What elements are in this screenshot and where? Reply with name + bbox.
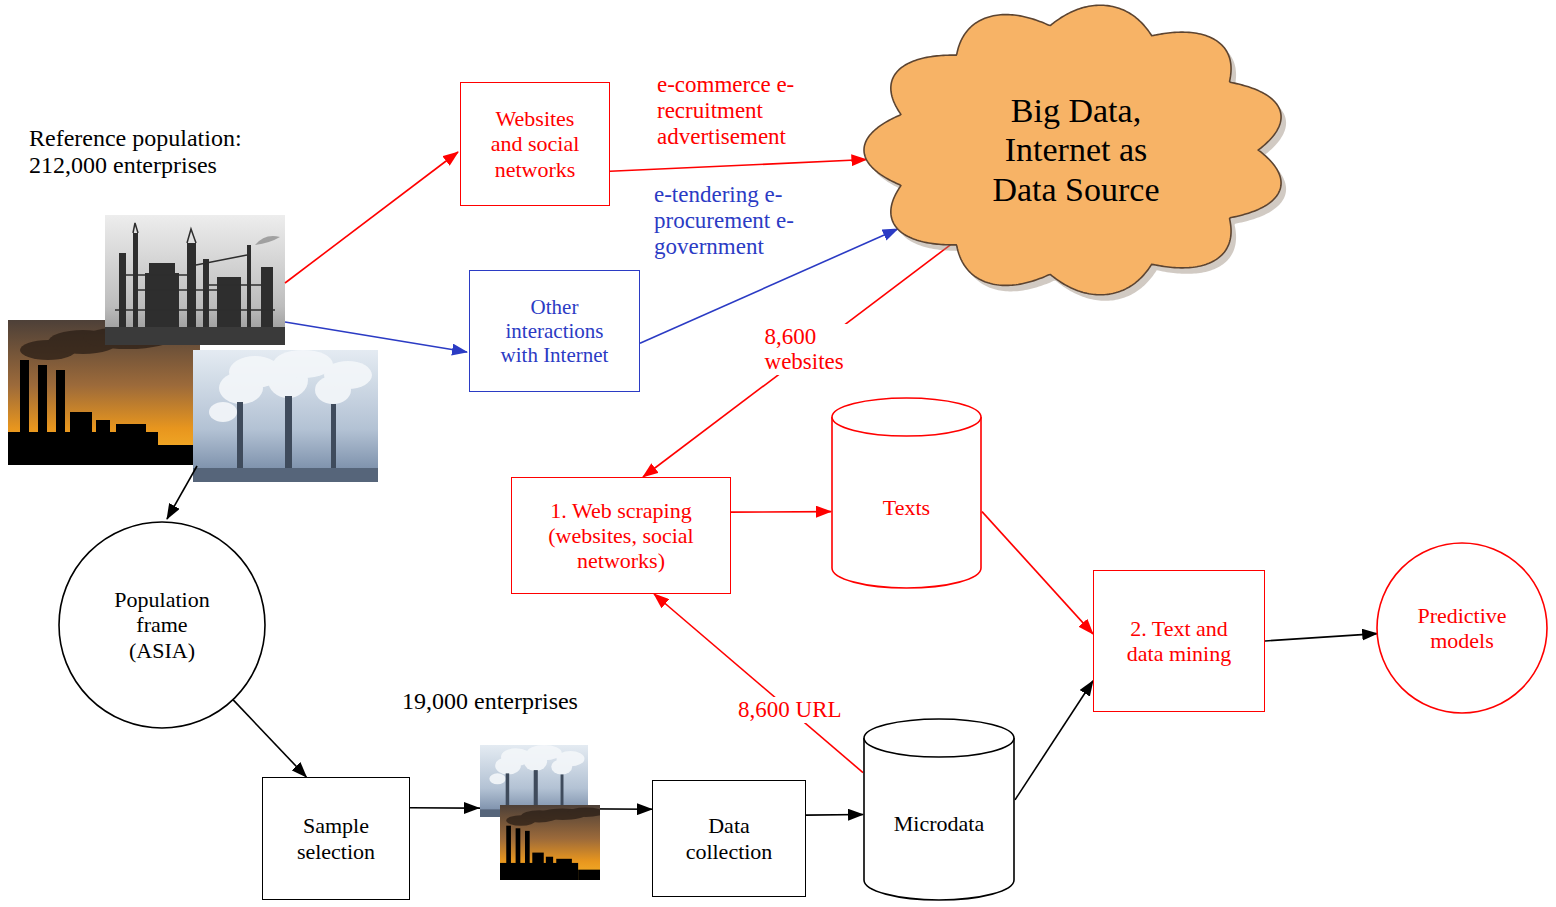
node-text: Predictive models: [1406, 603, 1518, 654]
circle-outline: [1377, 543, 1547, 713]
cloud-shape: Big Data, Internet as Data Source: [862, 2, 1290, 298]
connector-arrow: [1015, 681, 1093, 800]
circle-outline: [59, 522, 265, 728]
connector-arrow: [1265, 634, 1377, 641]
node-text: Texts: [883, 495, 930, 520]
connector-arrow: [654, 594, 863, 773]
note-label: 19,000 enterprises: [400, 688, 580, 715]
node-outline: [863, 718, 1015, 900]
output-circle: Predictive models: [1376, 542, 1548, 714]
node-text: Population frame (ASIA): [106, 587, 218, 663]
connector-arrow: [610, 160, 866, 172]
edge-label: 8,600 URL: [736, 697, 844, 723]
smokestack-photo: [500, 805, 604, 880]
leader-arrow: [167, 466, 197, 519]
leader-arrow: [285, 152, 458, 283]
connector-arrow: [806, 814, 863, 816]
node-text: Other interactions with Internet: [494, 295, 616, 367]
cylinder-body: [832, 417, 981, 588]
database-cylinder: Microdata: [863, 718, 1015, 900]
connector-arrow: [731, 511, 831, 513]
node-text: Sample selection: [286, 813, 386, 864]
frame-circle: Population frame (ASIA): [58, 521, 266, 729]
node-outline: [831, 397, 982, 588]
arrow-head: [464, 802, 480, 814]
cylinder-top: [864, 719, 1014, 757]
process-box: Data collection: [652, 780, 806, 897]
cylinder-top: [832, 398, 981, 436]
database-cylinder: Texts: [831, 397, 982, 588]
edge-label: 8,600 websites: [763, 324, 862, 376]
node-text: Big Data, Internet as Data Source: [974, 91, 1179, 208]
connector-arrow: [982, 512, 1093, 634]
cloud-outline: [864, 5, 1281, 295]
note-label: Reference population: 212,000 enterprise…: [27, 125, 291, 179]
node-text: 1. Web scraping (websites, social networ…: [535, 498, 707, 574]
leader-arrow: [285, 322, 467, 352]
process-box: Other interactions with Internet: [469, 270, 640, 392]
process-box: 1. Web scraping (websites, social networ…: [511, 477, 731, 594]
edge-label: e-commerce e-recruitment advertisement: [655, 72, 809, 149]
steam-photo: [193, 350, 378, 482]
node-text: 2. Text and data mining: [1119, 616, 1239, 667]
process-box: Sample selection: [262, 777, 410, 900]
connector-arrow: [233, 700, 306, 777]
process-box: 2. Text and data mining: [1093, 570, 1265, 712]
node-text: Websites and social networks: [481, 106, 589, 182]
cylinder-body: [864, 738, 1014, 900]
node-text: Microdata: [894, 811, 984, 836]
process-box: Websites and social networks: [460, 82, 610, 206]
edge-label: e-tendering e-procurement e-government: [652, 182, 806, 259]
node-text: Data collection: [679, 813, 779, 864]
refinery-photo: [105, 215, 285, 345]
